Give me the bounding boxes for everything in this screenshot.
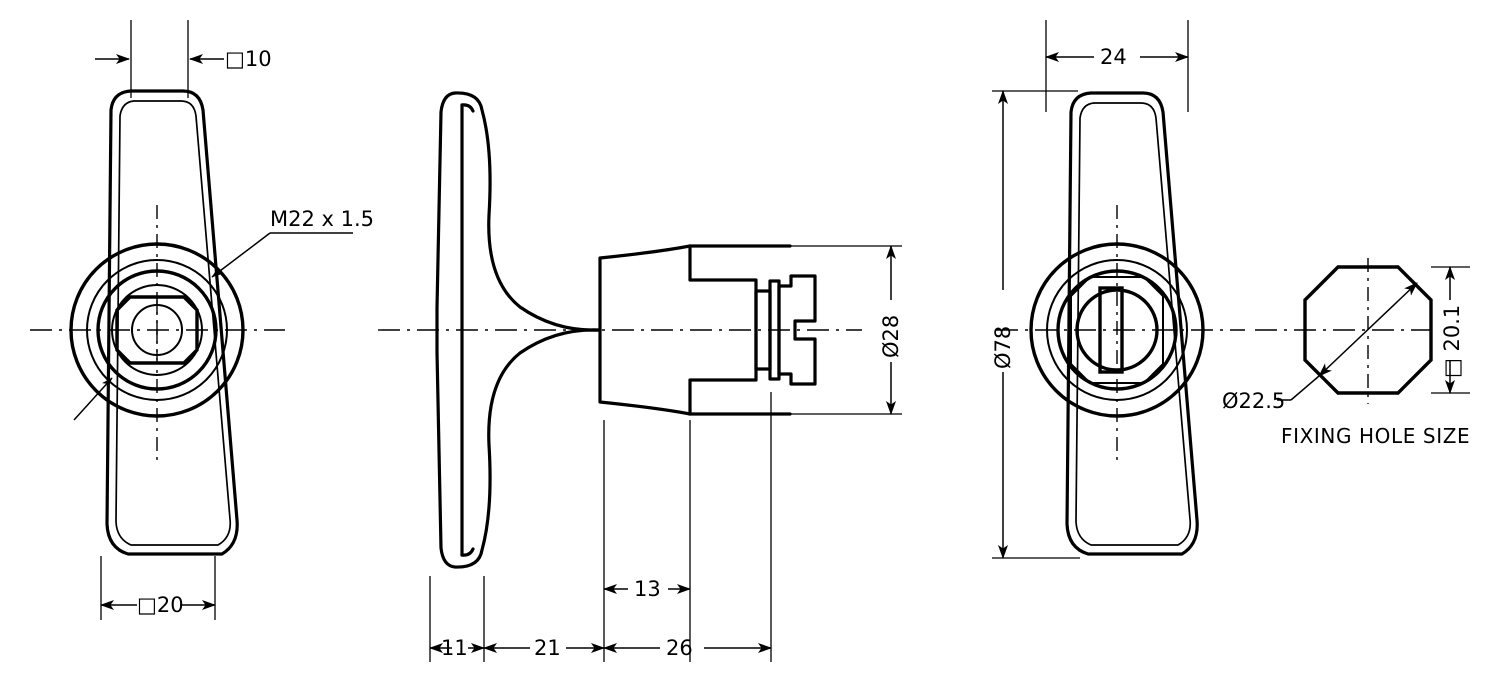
dimension-20-1: □ 20.1 [1431,266,1470,394]
thread-circle-m22 [96,269,218,391]
octagon-fixing-hole [115,295,199,365]
callout-m22: M22 x 1.5 [211,207,374,278]
dimension-11: 11 [429,636,485,660]
dimension-dia-22-5: Ø22.5 [1222,282,1418,413]
handle-grip-inner-bottom [460,547,475,557]
rear-center-bore-circle [1075,288,1159,372]
fixing-hole-caption: FIXING HOLE SIZE [1281,424,1470,448]
dimension-text-dia-28: Ø28 [879,315,903,358]
dimension-square-10: □10 [95,20,272,98]
dimension-text-square-20: □20 [137,593,184,617]
dimension-text-dia-78: Ø78 [991,326,1015,369]
rear-key-slot [1098,286,1124,374]
rear-bezel-outer-circle [1029,242,1205,418]
dimension-text-13: 13 [634,577,661,601]
dimension-text-21: 21 [534,636,561,660]
dimension-text-11: 11 [441,636,468,660]
dimension-text-dia-22-5: Ø22.5 [1222,389,1285,413]
cam-plate-outline [777,274,817,386]
fixing-hole-octagon [1303,265,1433,395]
rear-handle-body-inner-line [1075,102,1192,546]
handle-body-outline [105,89,239,556]
leader-line-dia225 [1290,375,1320,401]
dimension-21: 21 [483,636,605,660]
dimension-square-20: □20 [100,556,216,620]
rear-handle-body-outline [1065,91,1199,556]
dimension-text-20-1: □ 20.1 [1440,305,1464,378]
bezel-inner-circle [86,259,228,401]
handle-body-inner-line [115,100,232,546]
bezel-outer-circle [69,242,245,418]
dimension-text-24: 24 [1100,45,1127,69]
dimension-24: 24 [1045,20,1189,112]
handle-grip-inner-top [460,103,475,113]
neck-flange-outline [598,244,692,332]
dimension-26: 26 [603,636,772,660]
rear-thread-circle [1056,269,1178,391]
thread-root-circle [111,284,203,376]
leader-line-lower-left [73,377,113,421]
leader-line-m22 [211,232,271,278]
dimension-text-m22: M22 x 1.5 [270,207,374,231]
dimension-dia-28: Ø28 [790,245,903,415]
dimension-13: 13 [603,577,691,601]
spacer-plate-outline [768,279,781,381]
rear-bezel-inner-circle [1046,259,1188,401]
fixing-hole-view: Ø22.5 □ 20.1 FIXING HOLE SIZE [1222,258,1470,448]
dimension-dia-78: Ø78 [991,90,1080,559]
side-view: 11 21 26 13 Ø28 [378,91,903,662]
dimension-text-26: 26 [666,636,693,660]
dimension-text-square-10: □10 [225,47,272,71]
handle-grip-profile [435,91,602,569]
rear-octagon-outline [1070,276,1164,384]
arrow-diagonal-dia225 [1318,282,1418,377]
rear-view: 24 Ø78 [991,20,1245,559]
neck-flange-outline-lower [598,328,692,416]
front-view: □10 □20 M22 x 1.5 [30,20,374,620]
